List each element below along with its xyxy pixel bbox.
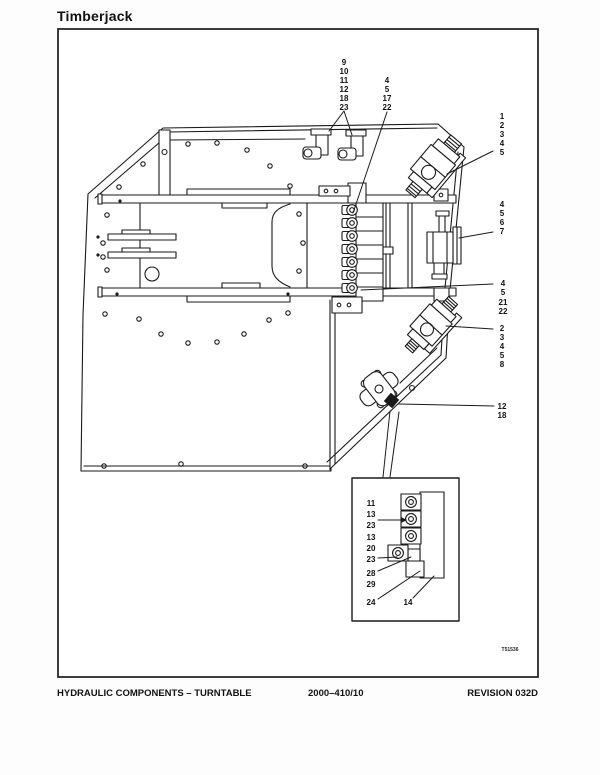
callout: 8 (500, 360, 505, 369)
elbow-fitting-right (337, 129, 367, 161)
callout: 11 (367, 499, 376, 508)
callout: 2 (500, 121, 505, 130)
valve-lower-right (404, 295, 463, 354)
leader-lines (328, 110, 495, 478)
callout: 4 (500, 200, 505, 209)
inset-detail-box (351, 477, 460, 622)
valve-spools (341, 204, 358, 294)
callout: 23 (367, 555, 376, 564)
callout: 1 (500, 112, 505, 121)
callout: 5 (500, 148, 505, 157)
callout: 4 (501, 279, 506, 288)
boom-structure (96, 202, 308, 289)
callout: 23 (340, 103, 349, 112)
footer-section-title: HYDRAULIC COMPONENTS – TURNTABLE (57, 688, 252, 699)
valve-bank (318, 182, 413, 314)
callout: 12 (340, 85, 349, 94)
page-footer: HYDRAULIC COMPONENTS – TURNTABLE 2000–41… (0, 688, 600, 704)
callout: 18 (340, 94, 349, 103)
callout: 29 (367, 580, 376, 589)
callout: 10 (340, 67, 349, 76)
callout: 4 (385, 76, 390, 85)
callout: 9 (342, 58, 347, 67)
callout-labels: 9 10 11 12 18 23 4 5 17 22 1 2 3 4 5 4 5… (340, 58, 508, 607)
callout: 18 (498, 411, 507, 420)
elbow-fitting-left (302, 128, 332, 160)
page-title: Timberjack (57, 8, 133, 24)
callout: 28 (367, 569, 376, 578)
callout: 22 (383, 103, 392, 112)
angled-wall (399, 347, 438, 392)
cluster-nut (383, 392, 400, 409)
callout: 12 (498, 402, 507, 411)
bolt-holes (100, 140, 308, 469)
callout: 17 (383, 94, 392, 103)
callout: 5 (500, 209, 505, 218)
valve-mid-right (426, 210, 462, 280)
callout: 23 (367, 521, 376, 530)
callout: 20 (367, 544, 376, 553)
callout: 21 (499, 298, 508, 307)
callout: 2 (500, 324, 505, 333)
frame-rails (97, 188, 457, 303)
valve-top-right (405, 134, 467, 199)
footer-revision: REVISION 032D (467, 688, 538, 699)
inset-leaders (377, 517, 435, 600)
footer-doc-number: 2000–410/10 (308, 688, 364, 699)
callout: 3 (500, 130, 505, 139)
callout: 5 (385, 85, 390, 94)
callout: 5 (500, 351, 505, 360)
frame-gusset (158, 129, 171, 196)
callout: 4 (500, 139, 505, 148)
callout: 4 (500, 342, 505, 351)
callout: 13 (367, 533, 376, 542)
callout: 13 (367, 510, 376, 519)
callout: 3 (500, 333, 505, 342)
callout: 24 (367, 598, 376, 607)
callout: 6 (500, 218, 505, 227)
callout: 22 (499, 307, 508, 316)
callout: 14 (404, 598, 413, 607)
callout: 11 (340, 76, 349, 85)
callout: 7 (500, 227, 505, 236)
figure-code: T51536 (502, 647, 519, 653)
callout: 5 (501, 288, 506, 297)
